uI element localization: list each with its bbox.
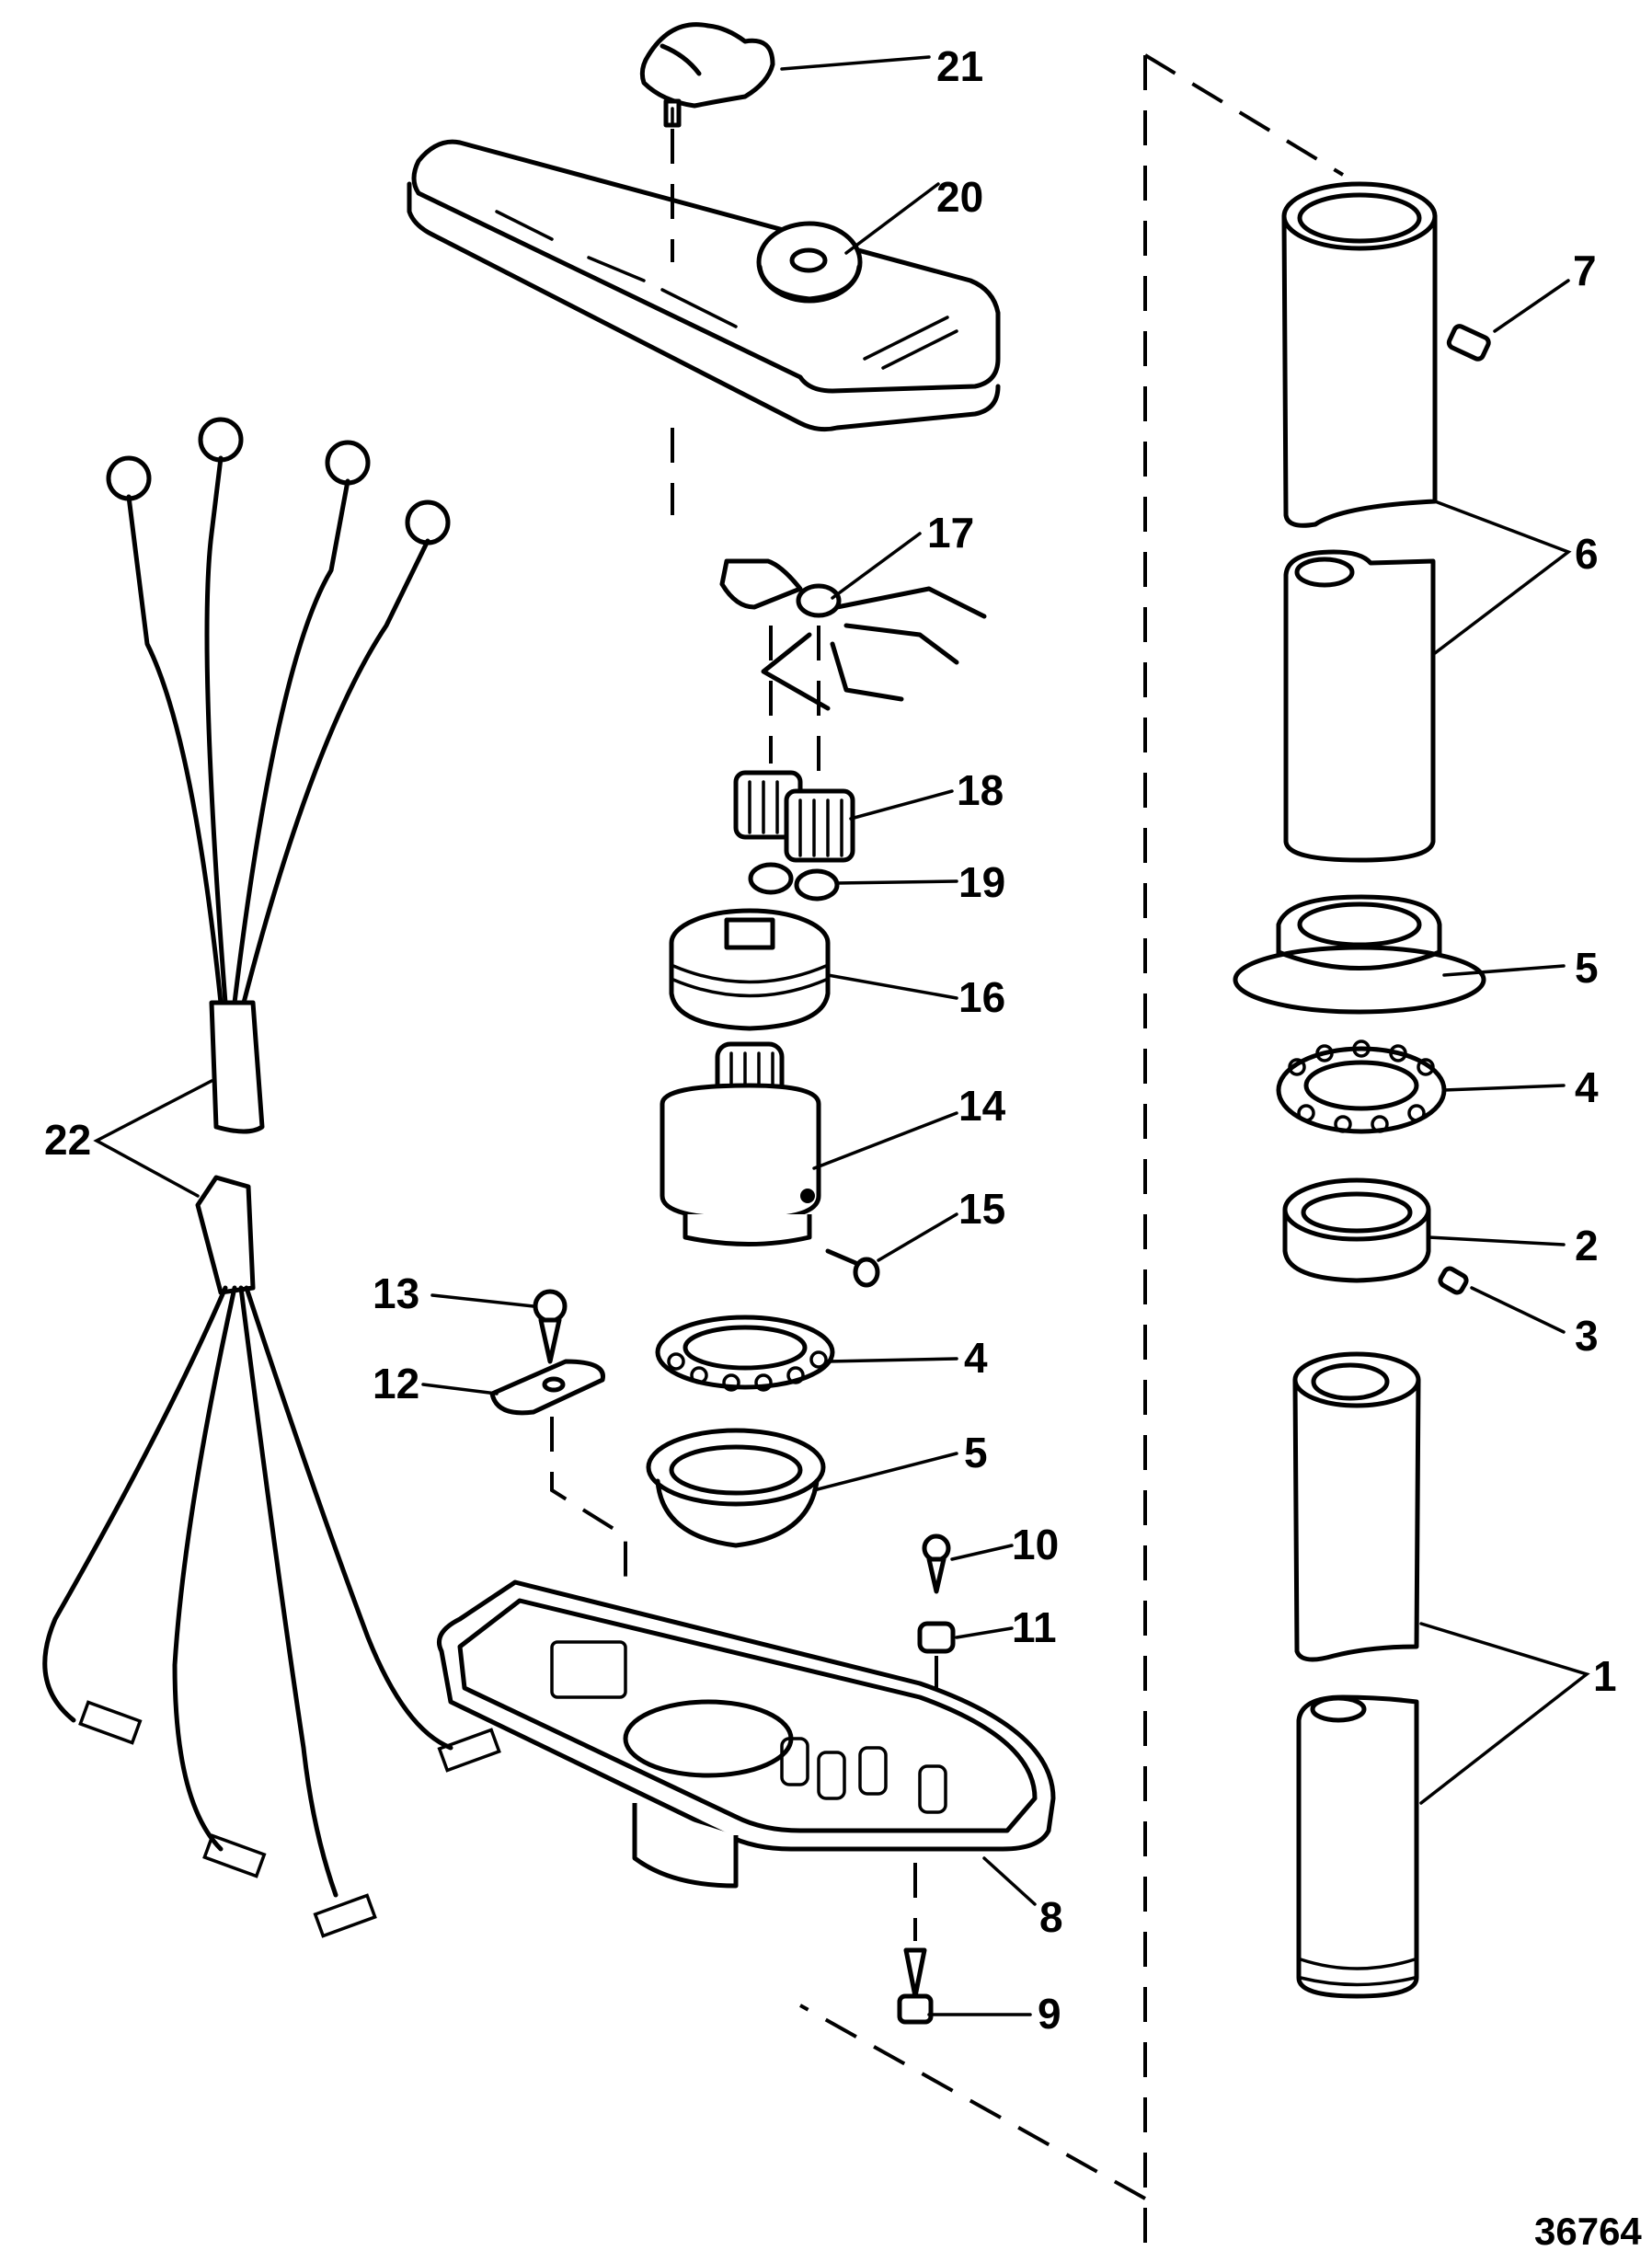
callout-leaders (93, 55, 1590, 2016)
part-19-washers (748, 862, 840, 902)
part-7-pin (1446, 324, 1491, 362)
callout-10: 10 (1012, 1521, 1059, 1568)
callout-3: 3 (1575, 1312, 1599, 1360)
callout-5-upper: 5 (1575, 944, 1599, 992)
part-8-housing-base (437, 1579, 1056, 1889)
callout-21: 21 (936, 42, 983, 90)
part-5-race-lower (646, 1428, 826, 1548)
callout-19: 19 (958, 858, 1005, 906)
callout-22: 22 (44, 1116, 91, 1164)
part-6-tube-upper (1281, 181, 1438, 528)
part-16-gear-drum (669, 908, 831, 1031)
callout-18: 18 (957, 766, 1004, 814)
callout-1: 1 (1593, 1652, 1617, 1700)
part-1-tube-upper (1292, 1351, 1421, 1662)
part-15-screw (825, 1248, 880, 1288)
part-4-bearing-lower (655, 1315, 835, 1392)
part-4-bearing-upper (1276, 1039, 1447, 1134)
part-1-tube-lower (1296, 1694, 1419, 1999)
callout-4-upper: 4 (1575, 1063, 1599, 1111)
top-cover (407, 139, 1001, 432)
part-10-screw (922, 1533, 951, 1594)
callout-8: 8 (1039, 1893, 1063, 1941)
part-5-race-upper (1233, 894, 1486, 1015)
callout-14: 14 (958, 1082, 1006, 1130)
part-18-gears (733, 770, 855, 863)
figure-number: 36764 (1534, 2210, 1642, 2251)
callout-4-lower: 4 (964, 1334, 988, 1382)
part-17-switch-spring (719, 558, 987, 711)
callout-5-lower: 5 (964, 1429, 988, 1476)
part-9-screw (897, 1947, 934, 2025)
callout-16: 16 (958, 973, 1005, 1021)
axis-12-base (550, 1417, 627, 1582)
part-22-wire-harness (42, 417, 501, 1938)
axis-17-18 (769, 626, 820, 782)
callout-7: 7 (1573, 247, 1597, 294)
part-13-screw (533, 1289, 568, 1364)
part-12-plate (489, 1359, 605, 1416)
part-11-nut (917, 1621, 956, 1654)
part-21-knob (639, 22, 775, 128)
part-3-set-screw (1438, 1266, 1469, 1295)
assembly-axis-line (799, 53, 1345, 2251)
callout-9: 9 (1038, 1990, 1061, 2038)
part-2-collar (1282, 1177, 1431, 1283)
callout-11: 11 (1012, 1603, 1057, 1651)
callout-2: 2 (1575, 1222, 1599, 1269)
part-6-tube-lower (1283, 549, 1436, 863)
callout-12: 12 (373, 1360, 419, 1407)
callout-15: 15 (958, 1185, 1005, 1233)
callout-6: 6 (1575, 530, 1599, 578)
part-20-seal (756, 221, 863, 304)
callout-17: 17 (927, 509, 974, 557)
callout-20: 20 (936, 173, 983, 221)
callout-13: 13 (373, 1269, 419, 1317)
part-14-gear-hub (660, 1041, 821, 1246)
